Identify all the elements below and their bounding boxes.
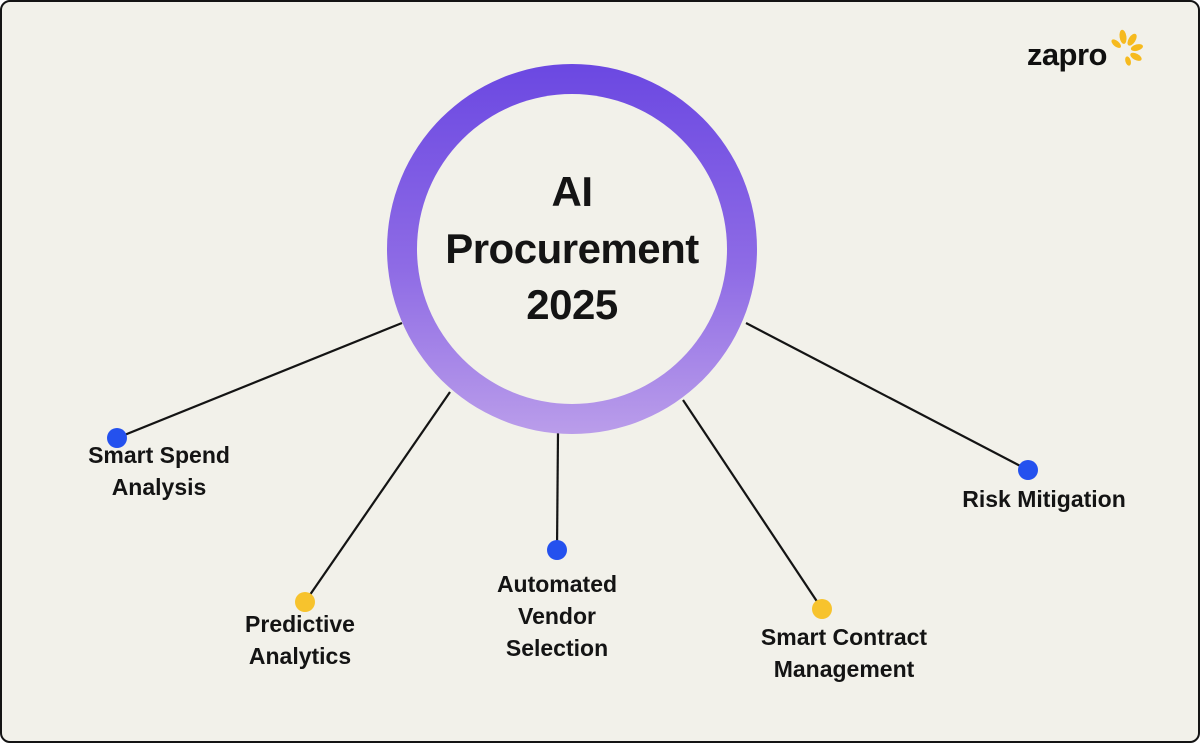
sunburst-ray <box>1125 56 1131 66</box>
connector-line-smart-spend-analysis <box>116 321 403 440</box>
hub-title-line: AI <box>551 167 593 215</box>
node-label-line: Risk Mitigation <box>962 486 1126 512</box>
logo-sunburst-icon <box>1111 29 1143 66</box>
sunburst-ray <box>1111 39 1121 48</box>
central-hub-face: AI Procurement 2025 <box>417 94 727 404</box>
sunburst-ray <box>1119 29 1127 44</box>
node-label-risk-mitigation: Risk Mitigation <box>962 483 1126 515</box>
node-dot-smart-contract-management <box>812 599 832 619</box>
sunburst-ray <box>1130 52 1142 61</box>
node-label-line: Management <box>773 656 915 682</box>
node-label-line: Smart Contract <box>760 624 928 650</box>
node-label-line: Analysis <box>111 474 207 500</box>
hub-title: AI Procurement 2025 <box>445 164 699 334</box>
node-label-line: Predictive <box>245 611 355 637</box>
connector-line-predictive-analytics <box>304 391 451 603</box>
hub-title-line: 2025 <box>526 281 618 329</box>
node-label-line: Smart Spend <box>88 442 230 468</box>
node-label-line: Selection <box>505 635 609 661</box>
node-dot-automated-vendor-selection <box>547 540 567 560</box>
sunburst-ray <box>1127 33 1137 46</box>
node-dot-risk-mitigation <box>1018 460 1038 480</box>
sunburst-ray <box>1130 44 1143 52</box>
node-dot-smart-spend-analysis <box>107 428 127 448</box>
node-label-line: Vendor <box>518 603 596 629</box>
node-dot-predictive-analytics <box>295 592 315 612</box>
hub-title-line: Procurement <box>445 224 699 272</box>
connector-line-automated-vendor-selection <box>555 431 560 551</box>
central-hub-ring: AI Procurement 2025 <box>387 64 757 434</box>
brand-logo-text: zapro <box>1026 36 1108 72</box>
brand-logo: zapro <box>1026 29 1146 78</box>
node-label-line: Automated <box>496 571 618 597</box>
connector-line-smart-contract-management <box>682 399 823 610</box>
connector-line-risk-mitigation <box>745 322 1029 471</box>
node-label-line: Analytics <box>248 643 352 669</box>
